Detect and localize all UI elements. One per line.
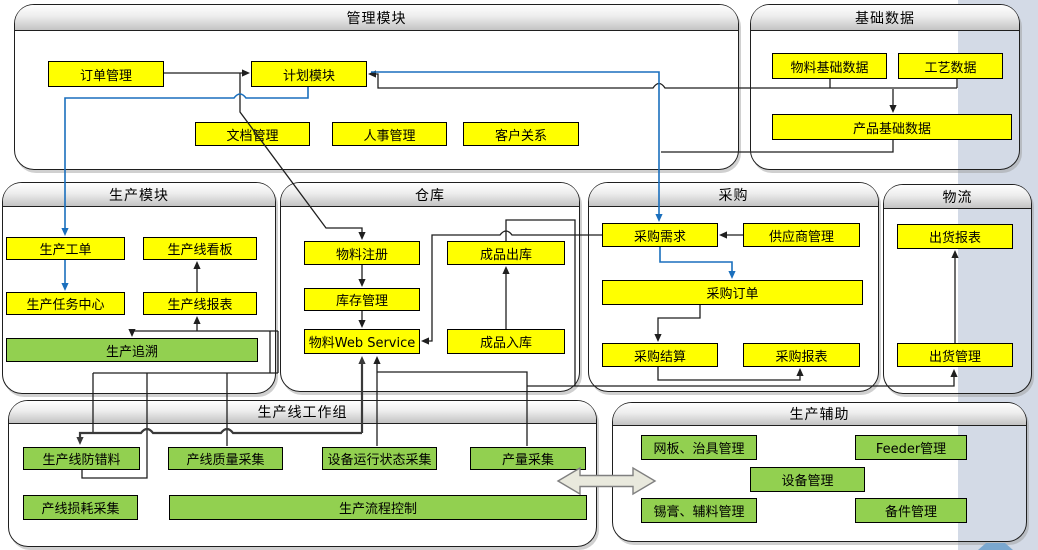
box-inventory-mgmt: 库存管理 xyxy=(304,288,420,311)
container-header-base-data: 基础数据 xyxy=(751,5,1019,31)
container-title-production-module: 生产模块 xyxy=(109,187,169,204)
container-header-management-module: 管理模块 xyxy=(15,5,738,31)
container-base-data: 基础数据 xyxy=(750,4,1020,170)
box-material-register: 物料注册 xyxy=(304,241,420,265)
container-header-production-module: 生产模块 xyxy=(3,183,275,207)
box-output-collect: 产量采集 xyxy=(470,447,586,470)
container-header-warehouse: 仓库 xyxy=(281,183,579,207)
box-line-report: 生产线报表 xyxy=(143,292,257,315)
box-purchase-report: 采购报表 xyxy=(743,343,860,367)
box-doc-mgmt: 文档管理 xyxy=(195,122,310,146)
box-purchase-settle: 采购结算 xyxy=(602,343,718,367)
box-equipment-mgmt: 设备管理 xyxy=(750,467,865,492)
box-feeder-mgmt: Feeder管理 xyxy=(855,435,967,460)
box-production-trace: 生产追溯 xyxy=(6,338,258,362)
box-material-base-data: 物料基础数据 xyxy=(772,53,887,79)
box-shipment-report: 出货报表 xyxy=(897,224,1013,249)
box-purchase-order: 采购订单 xyxy=(602,280,863,305)
box-finished-outbound: 成品出库 xyxy=(447,241,565,265)
box-line-loss-collect: 产线损耗采集 xyxy=(23,495,138,520)
container-production-module: 生产模块 xyxy=(2,182,276,394)
container-header-logistics: 物流 xyxy=(884,185,1031,209)
container-production-auxiliary: 生产辅助 xyxy=(612,402,1027,542)
box-purchase-demand: 采购需求 xyxy=(602,223,718,247)
container-warehouse: 仓库 xyxy=(280,182,580,392)
box-material-web-service: 物料Web Service xyxy=(304,329,420,354)
container-logistics: 物流 xyxy=(883,184,1032,394)
box-production-flow-control: 生产流程控制 xyxy=(169,495,587,520)
box-supplier-mgmt: 供应商管理 xyxy=(743,223,860,247)
container-title-production-line-workgroup: 生产线工作组 xyxy=(257,405,348,421)
container-header-production-line-workgroup: 生产线工作组 xyxy=(9,401,596,424)
container-header-production-auxiliary: 生产辅助 xyxy=(613,403,1026,426)
box-line-quality-collect: 产线质量采集 xyxy=(168,447,283,470)
container-title-purchasing: 采购 xyxy=(718,187,749,204)
box-stencil-jig-mgmt: 网板、治具管理 xyxy=(641,435,757,460)
box-plan-module: 计划模块 xyxy=(251,61,367,87)
container-title-production-auxiliary: 生产辅助 xyxy=(789,407,850,423)
container-header-purchasing: 采购 xyxy=(589,183,878,207)
box-finished-inbound: 成品入库 xyxy=(447,329,565,354)
container-management-module: 管理模块 xyxy=(14,4,739,170)
box-production-task-center: 生产任务中心 xyxy=(6,292,125,315)
box-process-data: 工艺数据 xyxy=(898,53,1003,79)
box-equip-status-collect: 设备运行状态采集 xyxy=(322,447,437,470)
box-customer-relations: 客户关系 xyxy=(463,122,579,146)
box-solder-aux-mgmt: 锡膏、辅料管理 xyxy=(641,498,757,523)
box-spare-parts-mgmt: 备件管理 xyxy=(855,498,967,523)
box-hr-mgmt: 人事管理 xyxy=(332,122,447,146)
box-production-workorder: 生产工单 xyxy=(6,237,125,260)
container-title-management-module: 管理模块 xyxy=(346,10,407,27)
container-title-warehouse: 仓库 xyxy=(415,187,445,204)
box-line-kanban: 生产线看板 xyxy=(143,237,257,260)
background-side-band xyxy=(958,0,1038,550)
box-product-base-data: 产品基础数据 xyxy=(772,114,1012,140)
box-shipment-mgmt: 出货管理 xyxy=(897,343,1013,367)
container-production-line-workgroup: 生产线工作组 xyxy=(8,400,597,547)
box-order-mgmt: 订单管理 xyxy=(48,61,164,87)
container-title-logistics: 物流 xyxy=(942,189,973,206)
container-title-base-data: 基础数据 xyxy=(855,10,915,27)
box-line-error-proof: 生产线防错料 xyxy=(23,447,140,470)
